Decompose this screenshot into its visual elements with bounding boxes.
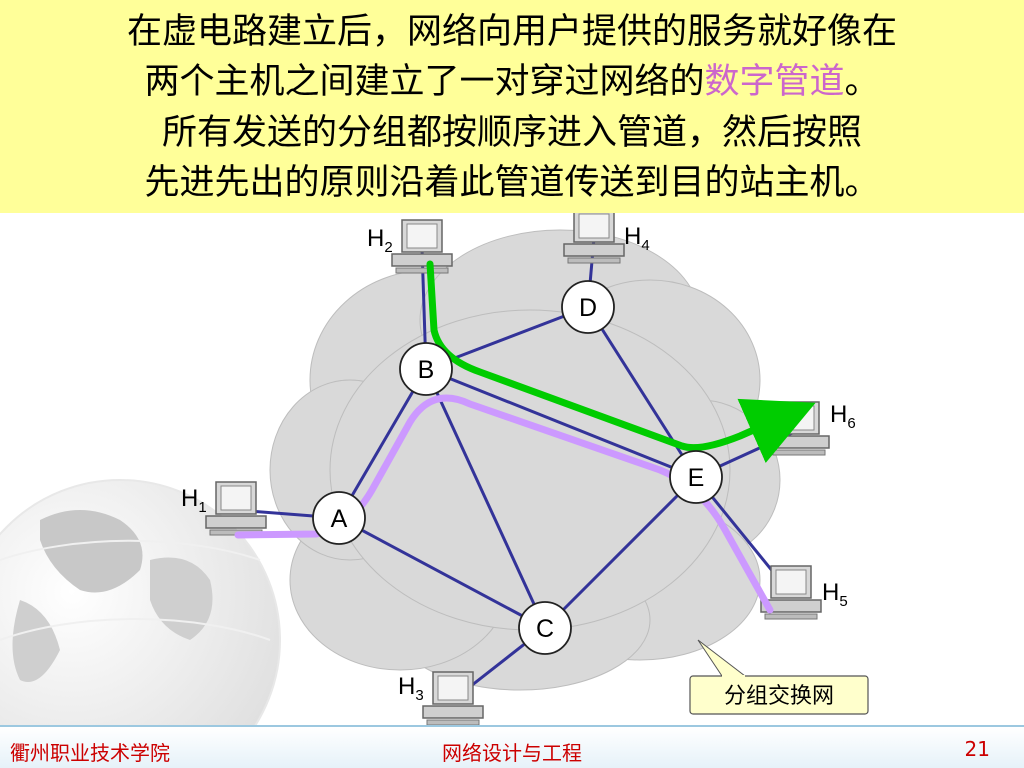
header-banner: 在虚电路建立后，网络向用户提供的服务就好像在 两个主机之间建立了一对穿过网络的数… (0, 0, 1024, 213)
node-label-e: E (688, 464, 705, 492)
host-label-h3: H3 (398, 673, 424, 704)
node-label-a: A (331, 505, 348, 533)
link-B-C (424, 368, 547, 629)
host-label-h5: H5 (822, 579, 848, 610)
footer-course: 网络设计与工程 (442, 741, 582, 765)
nodes-layer: A B C D E (312, 280, 723, 655)
host-h4-computer-icon (563, 213, 625, 264)
host-label-h4: H4 (624, 223, 650, 254)
host-label-h6: H6 (830, 401, 856, 432)
host-h5-computer-icon (760, 565, 822, 620)
title-line-2: 两个主机之间建立了一对穿过网络的数字管道。 (0, 60, 1024, 104)
footer-divider (0, 725, 1024, 727)
title-line-2-end: 。 (844, 62, 880, 102)
title-line-1: 在虚电路建立后，网络向用户提供的服务就好像在 (126, 12, 897, 52)
node-label-b: B (418, 356, 435, 384)
footer-institution: 衢州职业技术学院 (10, 741, 170, 765)
switch-node-d: D (561, 280, 615, 334)
node-label-d: D (579, 294, 597, 322)
host-h6-computer-icon (768, 401, 830, 456)
node-label-c: C (536, 615, 554, 643)
title-line-2-start: 两个主机之间建立了一对穿过网络的 (144, 62, 705, 102)
page-number: 21 (964, 737, 990, 761)
highlight-term: 数字管道 (704, 62, 845, 102)
link-A-C (338, 516, 546, 630)
host-label-h1: H1 (181, 485, 207, 516)
footer: 衢州职业技术学院 网络设计与工程 21 (0, 727, 1024, 768)
title-line-4: 先进先出的原则沿着此管道传送到目的站主机。 (144, 163, 880, 203)
title-line-3: 所有发送的分组都按顺序进入管道，然后按照 (161, 113, 862, 153)
globe-decoration (0, 479, 281, 725)
switch-node-b: B (399, 342, 453, 396)
link-A-B (337, 368, 428, 519)
link-D-E (586, 306, 698, 478)
link-C-E (543, 475, 698, 630)
host-h2-computer-icon (391, 219, 453, 274)
host-h3-computer-icon (422, 671, 484, 725)
virtual-circuit-h2-h6 (426, 260, 816, 463)
link-B-E (425, 367, 697, 479)
switch-node-e: E (669, 450, 723, 504)
cloud-callout: 分组交换网 (689, 639, 869, 715)
switch-node-c: C (518, 601, 572, 655)
callout-label: 分组交换网 (724, 683, 834, 708)
host-label-h2: H2 (367, 225, 393, 256)
switch-node-a: A (312, 491, 366, 545)
cloud-puff (329, 309, 731, 631)
host-h1-computer-icon (205, 481, 267, 536)
